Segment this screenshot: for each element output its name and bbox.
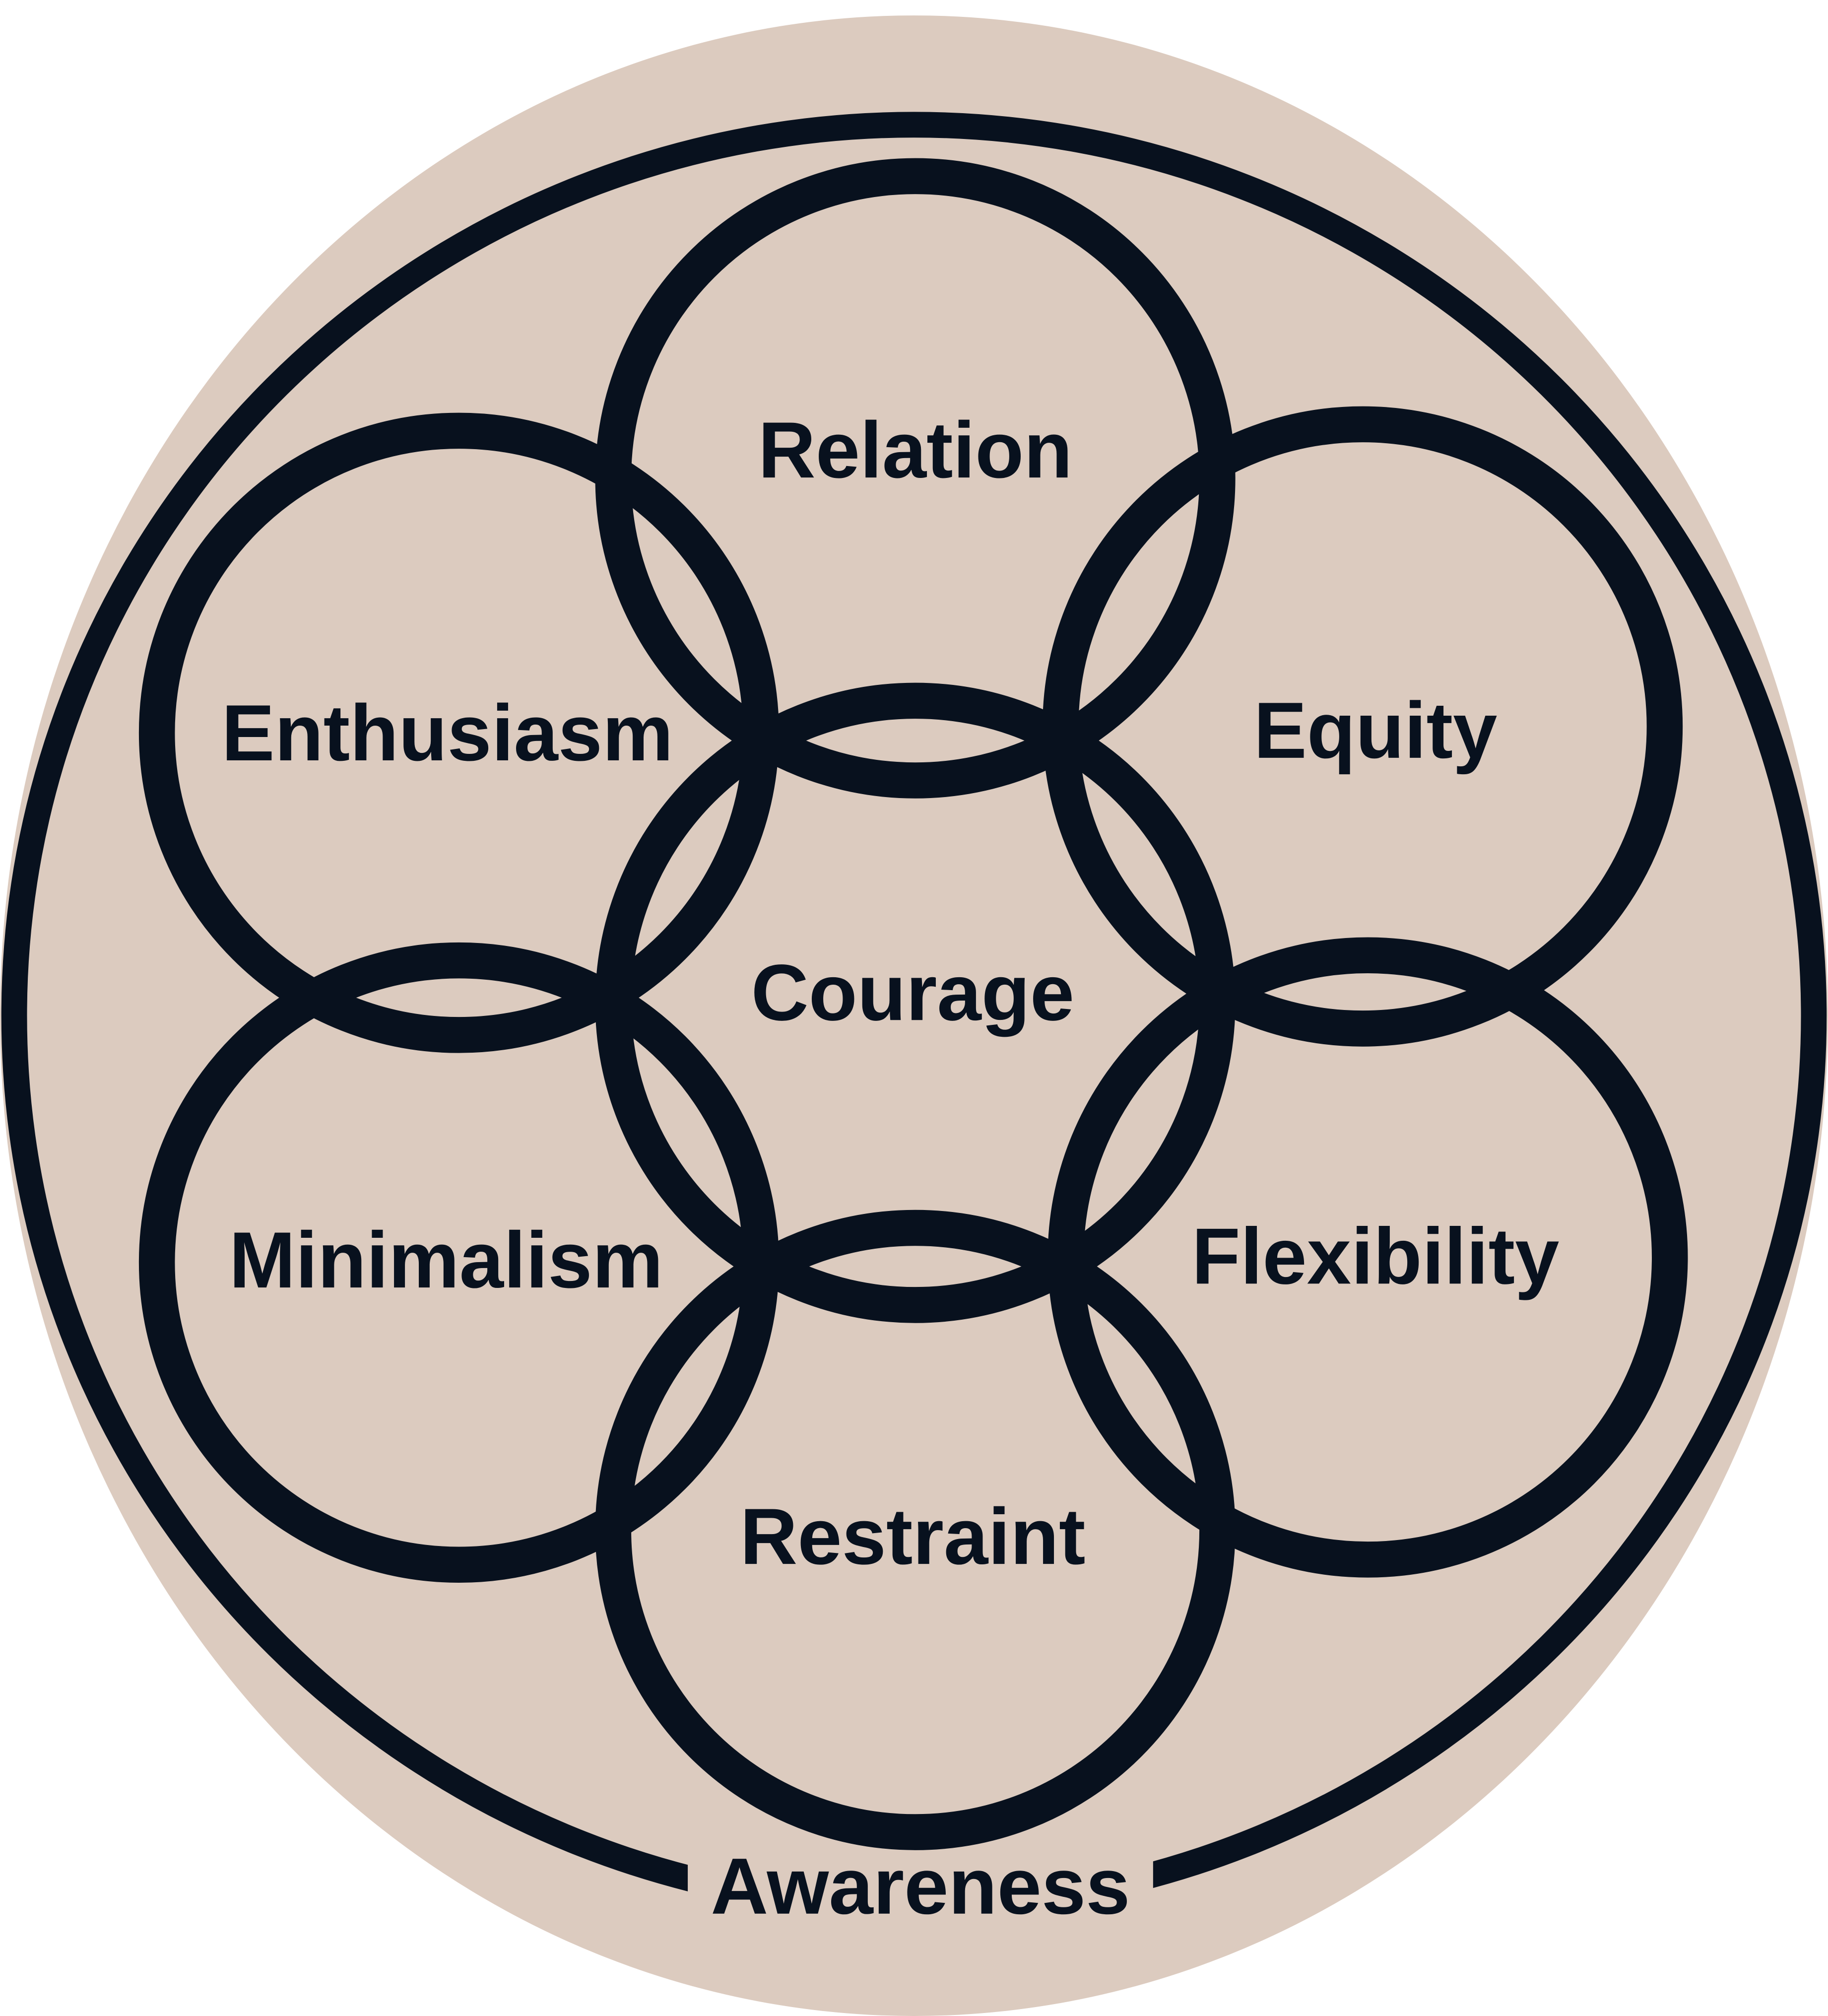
background-disc: [0, 15, 1828, 2016]
label-relation: Relation: [758, 406, 1073, 495]
label-enthusiasm: Enthusiasm: [221, 689, 673, 778]
label-courage: Courage: [751, 948, 1074, 1037]
label-equity: Equity: [1254, 686, 1498, 775]
label-minimalism: Minimalism: [229, 1216, 663, 1305]
label-restraint: Restraint: [740, 1492, 1085, 1581]
circle-restraint: [595, 1210, 1236, 1850]
awareness-label-gap: [688, 1851, 1153, 1942]
label-awareness: Awareness: [711, 1842, 1130, 1931]
label-flexibility: Flexibility: [1192, 1212, 1560, 1301]
